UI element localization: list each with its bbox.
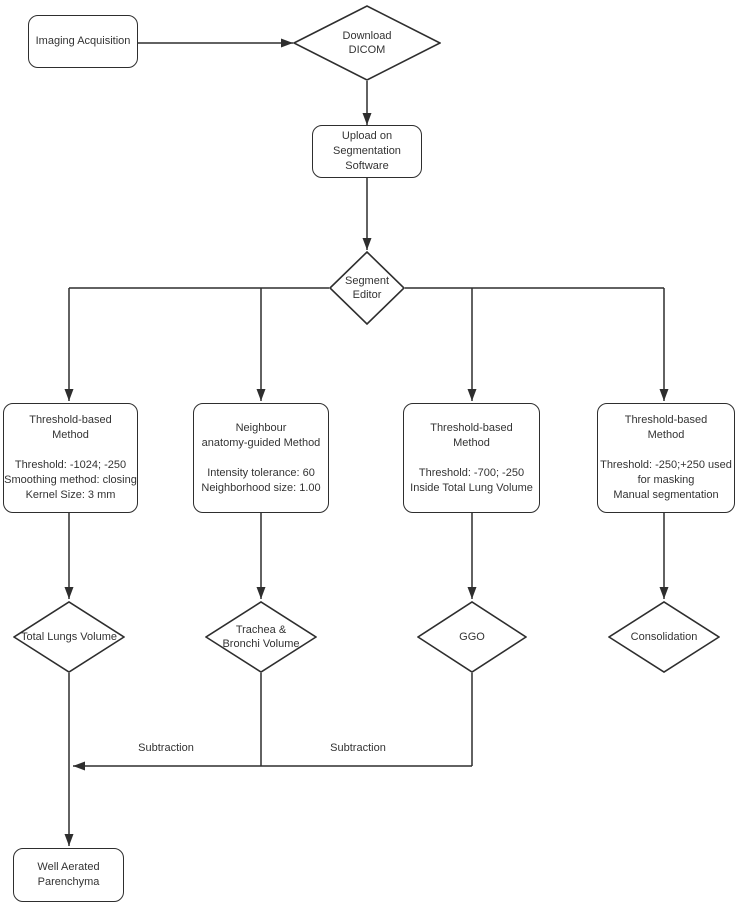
node-well-aerated-parenchyma: Well Aerated Parenchyma [13,848,124,902]
node-method-ggo-params: Threshold: -700; -250 Inside Total Lung … [410,466,533,494]
node-imaging-acquisition: Imaging Acquisition [28,15,138,68]
diamond-shape [608,601,720,673]
node-download-dicom-label: Download DICOM [342,30,392,56]
node-method-total-lungs: Threshold-based Method Threshold: -1024;… [3,403,138,513]
node-download-dicom: Download DICOM [293,5,441,81]
node-segment-editor: Segment Editor [329,251,405,325]
node-method-consolidation-title: Threshold-based Method [624,414,708,441]
diamond-shape [417,601,527,673]
node-total-lungs-volume-label: Total Lungs Volume [20,631,117,643]
node-trachea-bronchi-volume-label: Trachea & Bronchi Volume [222,624,300,650]
node-method-airways: Neighbour anatomy-guided Method Intensit… [193,403,329,513]
diamond-shape [329,251,405,325]
node-ggo-label: GGO [459,631,485,643]
node-segment-editor-label: Segment Editor [344,275,390,301]
node-method-airways-title: Neighbour anatomy-guided Method [201,421,321,449]
node-method-airways-params: Intensity tolerance: 60 Neighborhood siz… [201,466,321,494]
node-method-consolidation-params: Threshold: -250;+250 used for masking Ma… [600,459,732,501]
node-method-total-lungs-params: Threshold: -1024; -250 Smoothing method:… [4,459,137,501]
node-method-consolidation: Threshold-based Method Threshold: -250;+… [597,403,735,513]
node-upload-segmentation: Upload on Segmentation Software [312,125,422,178]
edge-label-subtraction-right: Subtraction [308,741,408,755]
node-ggo: GGO [417,601,527,673]
node-consolidation-label: Consolidation [630,631,698,643]
node-well-aerated-parenchyma-label: Well Aerated Parenchyma [37,861,100,888]
diamond-shape [205,601,317,673]
node-upload-segmentation-label: Upload on Segmentation Software [333,130,401,172]
node-trachea-bronchi-volume: Trachea & Bronchi Volume [205,601,317,673]
node-consolidation: Consolidation [608,601,720,673]
node-total-lungs-volume: Total Lungs Volume [13,601,125,673]
edge-label-subtraction-left: Subtraction [116,741,216,755]
diamond-shape [293,5,441,81]
node-method-ggo-title: Threshold-based Method [430,421,513,449]
diamond-shape [13,601,125,673]
node-method-ggo: Threshold-based Method Threshold: -700; … [403,403,540,513]
node-imaging-acquisition-label: Imaging Acquisition [35,35,131,47]
node-method-total-lungs-title: Threshold-based Method [29,414,112,441]
